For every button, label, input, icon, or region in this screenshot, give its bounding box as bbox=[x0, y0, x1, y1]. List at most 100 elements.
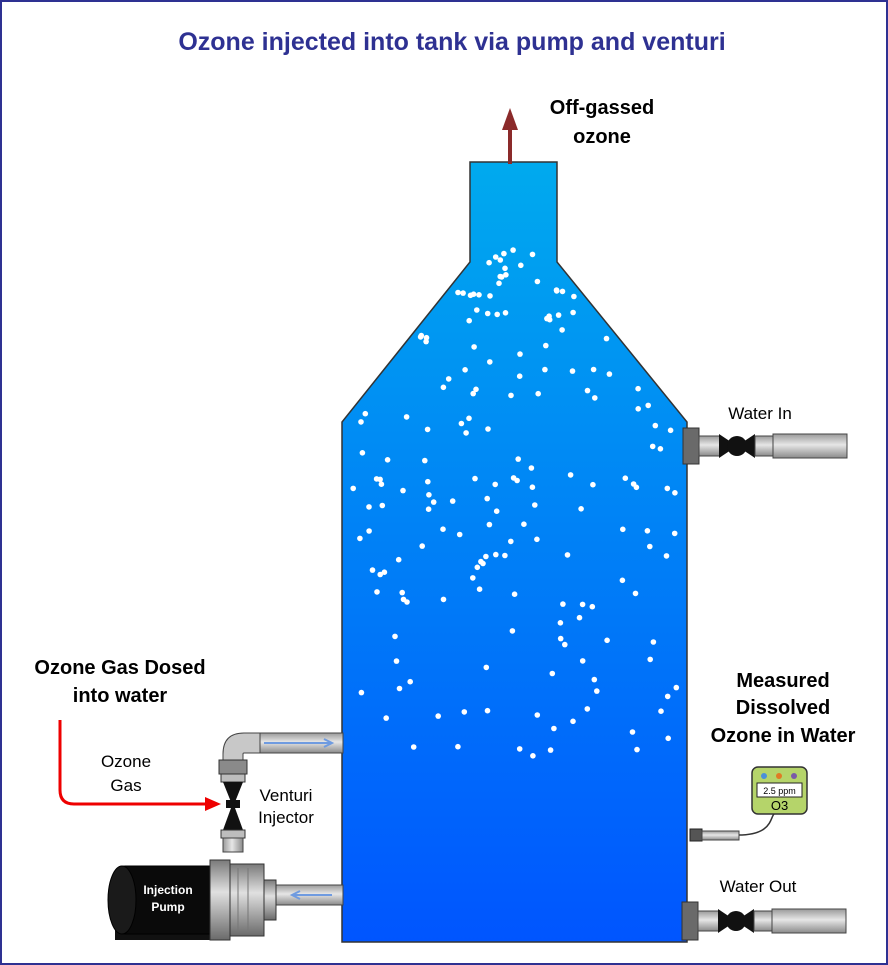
diagram-title: Ozone injected into tank via pump and ve… bbox=[178, 28, 725, 56]
pump-label-1: Injection bbox=[143, 883, 192, 897]
ozone-bubble bbox=[467, 292, 474, 299]
ozone-bubble bbox=[426, 492, 432, 498]
ozone-bubble bbox=[369, 567, 376, 573]
ozone-bubble bbox=[487, 359, 493, 365]
ozone-bubble bbox=[549, 670, 556, 677]
ozone-bubble bbox=[534, 536, 540, 543]
ozone-bubble bbox=[487, 293, 493, 299]
ozone-bubble bbox=[366, 504, 372, 510]
ozone-bubble bbox=[584, 387, 591, 394]
ozone-bubble bbox=[462, 367, 468, 373]
ozone-bubble bbox=[486, 259, 492, 266]
ozone-bubble bbox=[652, 422, 659, 429]
ozone-bubble bbox=[559, 288, 566, 295]
ozone-bubble bbox=[455, 743, 461, 750]
ozone-bubble bbox=[483, 553, 489, 560]
ozone-bubble bbox=[570, 718, 576, 725]
ozone-bubble bbox=[463, 430, 469, 436]
ozone-bubble bbox=[534, 712, 541, 718]
ozone-bubble bbox=[518, 262, 524, 269]
ozone-bubble bbox=[492, 481, 499, 488]
ozone-bubble bbox=[486, 521, 493, 528]
ozone-bubble bbox=[484, 495, 491, 502]
measured-label-3: Ozone in Water bbox=[711, 725, 856, 747]
ozone-bubble bbox=[423, 334, 430, 341]
ozone-gas-arrowhead bbox=[205, 797, 221, 811]
ozone-bubble bbox=[476, 586, 483, 592]
ozone-bubble bbox=[529, 251, 536, 258]
offgas-label-1: Off-gassed bbox=[550, 97, 654, 119]
ozone-bubble bbox=[455, 289, 461, 296]
ozone-bubble bbox=[560, 601, 566, 607]
ozone-bubble bbox=[542, 366, 548, 373]
measured-label-1: Measured bbox=[736, 670, 829, 692]
ozone-bubble bbox=[635, 406, 641, 412]
ozone-bubble bbox=[635, 385, 641, 392]
dosed-label-2: into water bbox=[73, 685, 168, 707]
ozone-bubble bbox=[508, 538, 514, 545]
ozone-bubble bbox=[516, 373, 523, 380]
ozone-bubble bbox=[456, 531, 463, 538]
ozone-bubble bbox=[521, 521, 527, 527]
ozone-bubble bbox=[604, 637, 610, 644]
pump-inlet-pipe bbox=[273, 884, 344, 906]
ozone-bubble bbox=[381, 569, 388, 575]
ozone-bubble bbox=[569, 368, 576, 374]
ozone-bubble bbox=[474, 564, 481, 571]
ozone-bubble bbox=[435, 713, 442, 719]
ozone-bubble bbox=[358, 689, 365, 696]
ozone-bubble bbox=[378, 481, 385, 488]
ozone-bubble bbox=[528, 465, 535, 471]
offgas-arrowhead bbox=[502, 108, 518, 130]
ozone-bubble bbox=[664, 693, 671, 700]
venturi-injector bbox=[218, 759, 248, 853]
ozone-bubble bbox=[430, 499, 437, 505]
water-out-label: Water Out bbox=[720, 877, 797, 896]
ozone-bubble bbox=[650, 639, 657, 645]
water-in-valve bbox=[682, 427, 848, 465]
ozone-bubble bbox=[529, 484, 536, 491]
ozone-bubble bbox=[404, 599, 410, 605]
ozone-bubble bbox=[440, 596, 447, 603]
meter-led-2 bbox=[776, 773, 782, 779]
ozone-bubble bbox=[553, 287, 560, 293]
ozone-bubble bbox=[543, 342, 549, 349]
ozone-bubble bbox=[460, 290, 466, 296]
ozone-bubble bbox=[497, 273, 504, 280]
ozone-bubble bbox=[645, 402, 651, 409]
ozone-bubble bbox=[578, 506, 584, 512]
ozone-bubble bbox=[534, 278, 541, 285]
ozone-gas-label-1: Ozone bbox=[101, 752, 151, 771]
ozone-bubble bbox=[417, 334, 424, 340]
ozone-bubble bbox=[632, 590, 639, 597]
ozone-bubble bbox=[377, 476, 383, 483]
ozone-bubble bbox=[516, 746, 523, 752]
ozone-bubble bbox=[557, 620, 564, 626]
ozone-bubble bbox=[502, 265, 508, 272]
measured-label-2: Dissolved bbox=[736, 697, 830, 719]
ozone-bubble bbox=[440, 526, 446, 532]
ozone-bubble bbox=[493, 508, 500, 514]
water-out-valve bbox=[681, 901, 847, 941]
ozone-bubble bbox=[508, 392, 514, 399]
ozone-bubble bbox=[358, 419, 364, 425]
ozone-bubble bbox=[551, 725, 557, 732]
ozone-bubble bbox=[634, 746, 640, 753]
ozone-bubble bbox=[359, 450, 366, 456]
ozone-bubble bbox=[362, 410, 369, 417]
ozone-bubble bbox=[449, 498, 456, 504]
ozone-bubble bbox=[591, 676, 598, 683]
ozone-bubble bbox=[594, 688, 600, 694]
ozone-bubble bbox=[470, 390, 477, 397]
ozone-bubble bbox=[630, 481, 637, 487]
ozone-bubble bbox=[547, 747, 554, 753]
injection-pump bbox=[107, 859, 277, 941]
ozone-bubble bbox=[366, 528, 372, 534]
meter-led-1 bbox=[761, 773, 767, 779]
ozone-gas-label-2: Gas bbox=[110, 776, 141, 795]
ozone-bubble bbox=[473, 386, 479, 393]
ozone-bubble bbox=[579, 601, 586, 608]
ozone-bubble bbox=[357, 535, 363, 542]
offgas-label-2: ozone bbox=[573, 126, 631, 148]
ozone-bubble bbox=[517, 351, 523, 357]
